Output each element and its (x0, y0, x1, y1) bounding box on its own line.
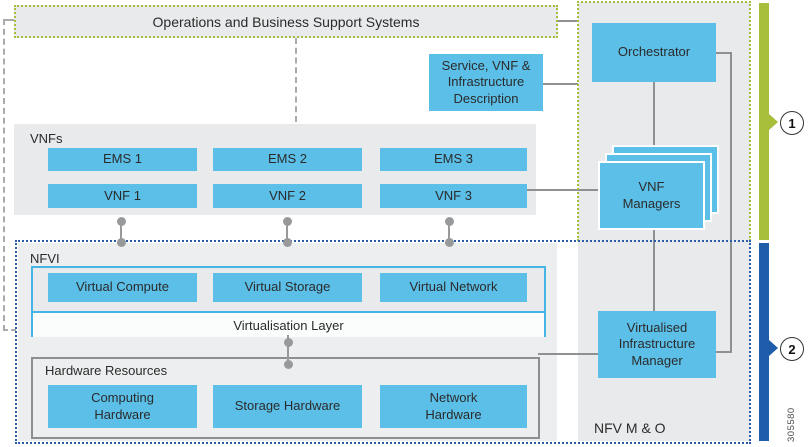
connector-dot (117, 217, 126, 226)
connector-dot (283, 217, 292, 226)
oss-left-dashed-stub-top (3, 19, 14, 21)
virtual-network-box: Virtual Network (380, 273, 527, 302)
connector-oss-to-mano (556, 20, 578, 22)
region2-arrow-icon (769, 340, 778, 356)
ems2-box: EMS 2 (213, 148, 362, 171)
connector-dot (117, 238, 126, 247)
region1-green-dotted-border (577, 1, 751, 241)
computing-hardware-box: Computing Hardware (48, 385, 197, 428)
connector-orchestrator-to-vim-vertical (730, 52, 732, 353)
connector-dot (445, 238, 454, 247)
vnf3-box: VNF 3 (380, 184, 527, 208)
region2-blue-bar (759, 243, 769, 441)
vnf2-box: VNF 2 (213, 184, 362, 208)
connector-servicedesc-to-mano (543, 83, 578, 85)
virtualised-infrastructure-manager-box: Virtualised Infrastructure Manager (598, 311, 716, 378)
region1-number-badge: 1 (780, 111, 804, 135)
vnf3-nfvi-connector-line (448, 221, 450, 243)
vl-hardware-connector-line (287, 335, 289, 366)
region2-number-badge: 2 (780, 337, 804, 361)
connector-dot (283, 238, 292, 247)
region1-green-bar (759, 3, 769, 240)
nfvi-label: NFVI (30, 251, 60, 266)
connector-dot (445, 217, 454, 226)
vnfs-label: VNFs (30, 131, 63, 146)
network-hardware-box: Network Hardware (380, 385, 527, 428)
oss-box: Operations and Business Support Systems (14, 5, 558, 38)
storage-hardware-box: Storage Hardware (213, 385, 362, 428)
region1-arrow-icon (769, 114, 778, 130)
virtual-storage-box: Virtual Storage (213, 273, 362, 302)
figure-id: 305580 (786, 407, 797, 442)
vnf1-nfvi-connector-line (120, 221, 122, 243)
connector-hardware-to-vim (538, 353, 598, 355)
connector-orchestrator-to-vnf-managers (653, 82, 655, 146)
vnf2-nfvi-connector-line (286, 221, 288, 243)
service-vnf-infrastructure-description-box: Service, VNF & Infrastructure Descriptio… (429, 54, 543, 111)
connector-vnf-managers-to-vim (653, 230, 655, 311)
region2-blue-dotted-border (15, 240, 751, 444)
oss-vnfs-dashed-line (295, 38, 297, 122)
oss-left-dashed-stub-bottom (3, 329, 16, 331)
oss-label: Operations and Business Support Systems (152, 13, 420, 30)
vnf-managers-box: VNF Managers (598, 161, 705, 230)
virtual-compute-box: Virtual Compute (48, 273, 197, 302)
connector-orchestrator-right (716, 52, 732, 54)
connector-dot (284, 360, 293, 369)
ems1-box: EMS 1 (48, 148, 197, 171)
vnf1-box: VNF 1 (48, 184, 197, 208)
virtualisation-layer-bar: Virtualisation Layer (33, 311, 544, 337)
nfv-mano-label: NFV M & O (594, 420, 666, 436)
connector-dot (284, 338, 293, 347)
oss-left-dashed-line (3, 19, 5, 331)
ems3-box: EMS 3 (380, 148, 527, 171)
connector-into-vim-right (716, 351, 732, 353)
hardware-resources-label: Hardware Resources (45, 363, 168, 378)
connector-vnf3-to-vnf-managers (525, 189, 598, 191)
orchestrator-box: Orchestrator (592, 23, 716, 82)
